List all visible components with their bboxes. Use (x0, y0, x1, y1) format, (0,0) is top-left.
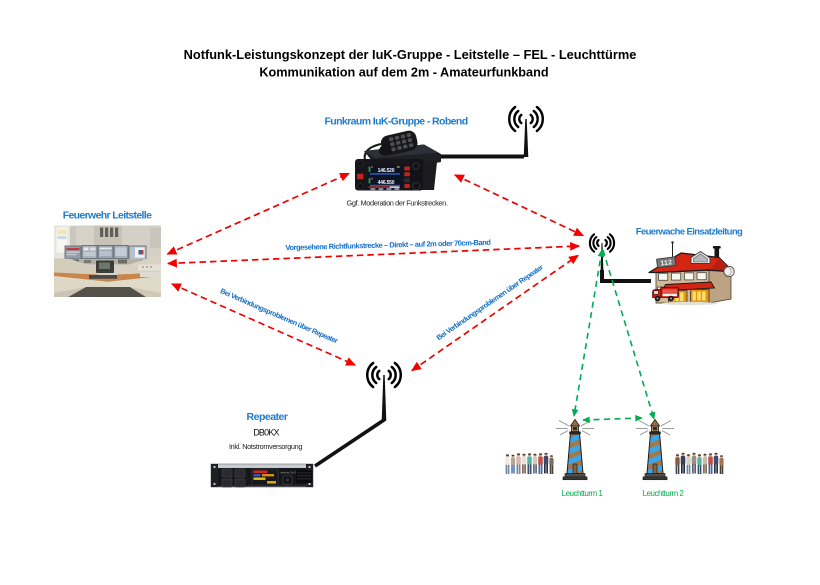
svg-text:Ggf. Moderation der Funkstreck: Ggf. Moderation der Funkstrecken. (347, 199, 448, 208)
svg-text:Kommunikation auf dem 2m - Ama: Kommunikation auf dem 2m - Amateurfunkba… (259, 66, 548, 80)
svg-text:446.550: 446.550 (378, 180, 395, 186)
svg-text:Repeater: Repeater (247, 411, 288, 423)
svg-text:Notfunk-Leistungskonzept der I: Notfunk-Leistungskonzept der IuK-Gruppe … (184, 47, 637, 62)
svg-text:112: 112 (660, 259, 673, 267)
svg-text:Feuerwehr Leitstelle: Feuerwehr Leitstelle (63, 210, 152, 222)
svg-text:Feuerwache Einsatzleitung: Feuerwache Einsatzleitung (636, 227, 743, 238)
svg-text:Leuchtturm 1: Leuchtturm 1 (562, 489, 604, 498)
svg-text:DB0KX: DB0KX (253, 428, 279, 438)
svg-text:Internes 2m Relais: Internes 2m Relais (280, 471, 302, 475)
svg-text:Inkl. Notstromversorgung: Inkl. Notstromversorgung (229, 442, 302, 451)
svg-text:Funkraum IuK-Gruppe - Robend: Funkraum IuK-Gruppe - Robend (324, 116, 467, 128)
svg-text:146.520: 146.520 (378, 168, 395, 174)
svg-text:Leuchtturm 2: Leuchtturm 2 (643, 489, 685, 498)
